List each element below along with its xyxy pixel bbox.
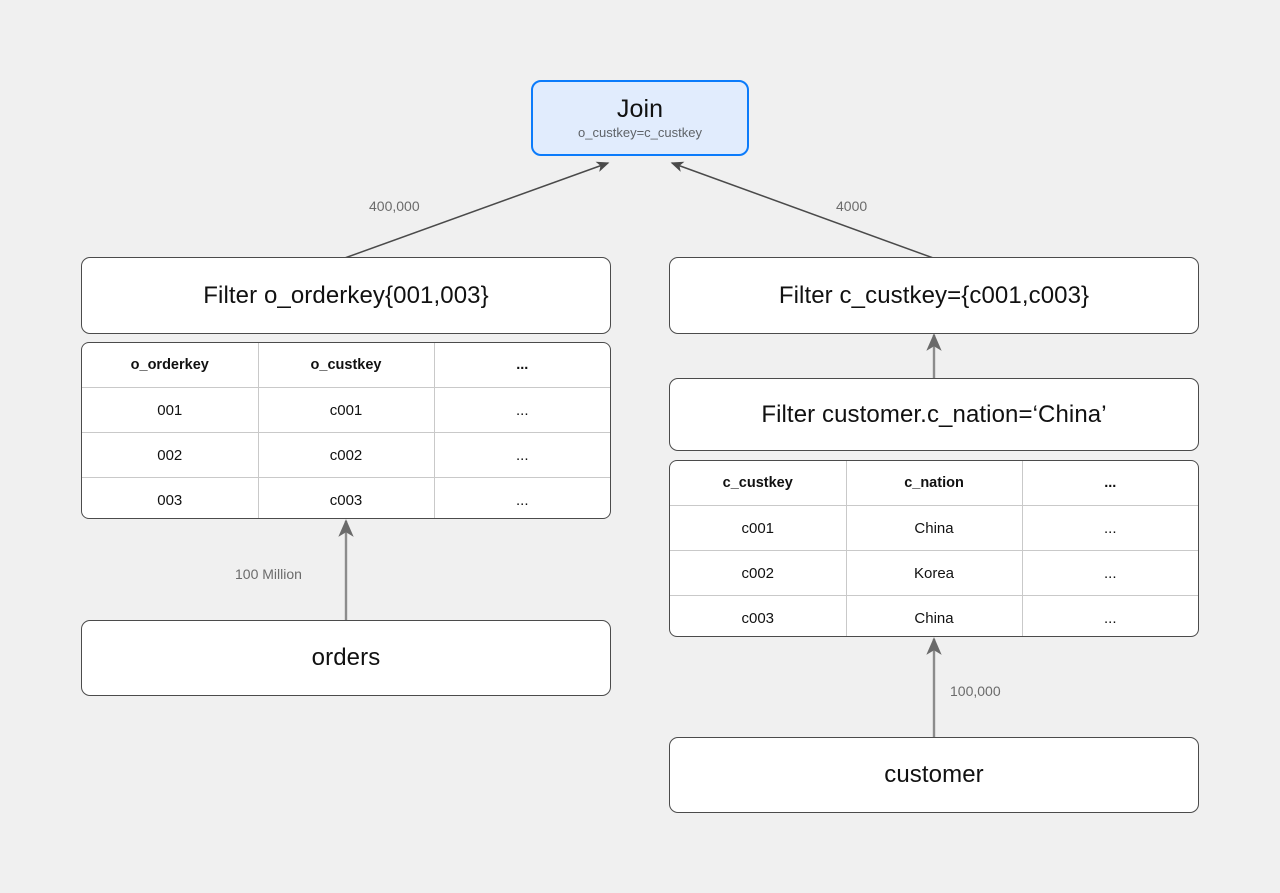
node-join-title: Join (616, 95, 664, 124)
node-filter-orderkey[interactable]: Filter o_orderkey{001,003} (81, 257, 611, 334)
table-cell: c003 (670, 595, 847, 636)
node-join-subtitle: o_custkey=c_custkey (578, 125, 702, 141)
column-header: c_custkey (670, 461, 847, 506)
node-filter-nation[interactable]: Filter customer.c_nation=‘China’ (669, 378, 1199, 451)
table-cell: Korea (846, 550, 1023, 596)
table-cell: c003 (258, 477, 435, 518)
table-cell: c001 (670, 505, 847, 551)
column-header: c_nation (846, 461, 1023, 506)
table-row: 003 c003 ... (82, 477, 610, 518)
table-cell: ... (515, 491, 529, 509)
node-orders[interactable]: orders (81, 620, 611, 696)
table-cell: ... (1022, 505, 1198, 551)
edge-label-customer-scan: 100,000 (950, 683, 1001, 699)
column-header: o_custkey (258, 343, 435, 388)
table-cell: c002 (258, 432, 435, 478)
customer-data-table: c_custkey c_nation ... c001 China ... c0… (669, 460, 1199, 637)
node-customer-title: customer (884, 761, 984, 789)
node-filter-custkey[interactable]: Filter c_custkey={c001,c003} (669, 257, 1199, 334)
table-row: c001 China ... (670, 505, 1198, 551)
edge-label-orders-to-join: 400,000 (369, 198, 420, 214)
table-row: c003 China ... (670, 595, 1198, 636)
table-row: 002 c002 ... (82, 432, 610, 478)
table-cell: ... (434, 432, 610, 478)
table-cell: ... (434, 387, 610, 433)
table-header-row: o_orderkey o_custkey ... (82, 343, 610, 388)
table-cell: c002 (670, 550, 847, 596)
orders-data-table: o_orderkey o_custkey ... 001 c001 ... 00… (81, 342, 611, 519)
table-cell: 003 (82, 477, 259, 518)
edge-customer-to-join (670, 161, 937, 260)
column-header: o_orderkey (82, 343, 259, 388)
column-header: ... (434, 343, 610, 388)
table-cell: 001 (82, 387, 259, 433)
node-join[interactable]: Join o_custkey=c_custkey (531, 80, 749, 156)
node-customer[interactable]: customer (669, 737, 1199, 813)
edge-label-orders-scan: 100 Million (235, 566, 302, 582)
table-cell: ... (1022, 550, 1198, 596)
table-row: c002 Korea ... (670, 550, 1198, 596)
node-filter-orderkey-title: Filter o_orderkey{001,003} (203, 281, 489, 309)
table-cell: 002 (82, 432, 259, 478)
node-orders-title: orders (311, 644, 381, 672)
table-cell: China (846, 595, 1023, 636)
table-row: 001 c001 ... (82, 387, 610, 433)
edge-label-customer-to-join: 4000 (836, 198, 868, 214)
node-filter-nation-title: Filter customer.c_nation=‘China’ (761, 400, 1107, 428)
table-cell: c001 (258, 387, 435, 433)
node-filter-custkey-title: Filter c_custkey={c001,c003} (778, 281, 1090, 309)
table-header-row: c_custkey c_nation ... (670, 461, 1198, 506)
column-header: ... (1022, 461, 1198, 506)
table-cell: China (846, 505, 1023, 551)
table-cell: ... (1103, 609, 1117, 627)
